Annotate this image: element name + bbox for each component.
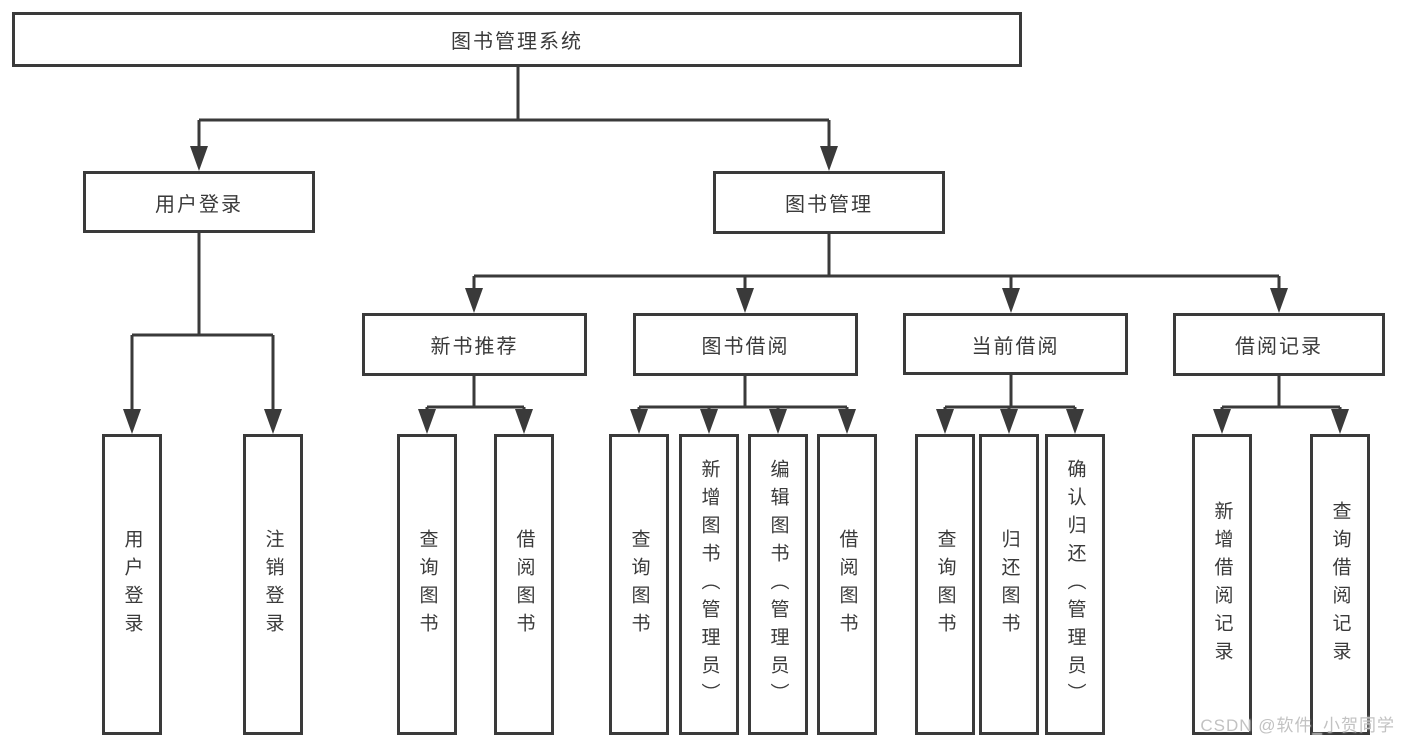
leaf-add-borrow-record: 新增借阅记录	[1192, 434, 1252, 735]
leaf-label: 确认归还（管理员）	[1064, 458, 1086, 711]
csdn-watermark: CSDN @软件_小贺同学	[1200, 716, 1395, 735]
leaf-label: 查询借阅记录	[1329, 500, 1351, 669]
node-current-borrowing: 当前借阅	[903, 313, 1128, 375]
leaf-label: 新增借阅记录	[1211, 500, 1233, 669]
node-library-system: 图书管理系统	[12, 12, 1022, 67]
leaf-borrow-books: 借阅图书	[817, 434, 877, 735]
leaf-label: 借阅图书	[513, 528, 535, 641]
node-label: 图书管理	[785, 194, 873, 216]
leaf-label: 编辑图书（管理员）	[767, 458, 789, 711]
node-label: 借阅记录	[1235, 336, 1323, 358]
leaf-query-books-borrow: 查询图书	[609, 434, 669, 735]
leaf-label: 查询图书	[416, 528, 438, 641]
node-label: 用户登录	[155, 193, 243, 216]
leaf-label: 查询图书	[934, 528, 956, 641]
leaf-label: 用户登录	[121, 528, 143, 641]
leaf-add-books-admin: 新增图书（管理员）	[679, 434, 739, 735]
leaf-edit-books-admin: 编辑图书（管理员）	[748, 434, 808, 735]
leaf-query-books-recommend: 查询图书	[397, 434, 457, 735]
leaf-borrow-books-recommend: 借阅图书	[494, 434, 554, 735]
node-label: 当前借阅	[971, 335, 1060, 358]
node-label: 新书推荐	[430, 336, 519, 358]
leaf-label: 新增图书（管理员）	[698, 458, 720, 711]
leaf-confirm-return-admin: 确认归还（管理员）	[1045, 434, 1105, 735]
leaf-return-books: 归还图书	[979, 434, 1039, 735]
node-user-login: 用户登录	[83, 171, 315, 233]
leaf-query-books-current: 查询图书	[915, 434, 975, 735]
node-borrowing-records: 借阅记录	[1173, 313, 1385, 376]
node-new-book-recommendation: 新书推荐	[362, 313, 587, 376]
leaf-user-login: 用户登录	[102, 434, 162, 735]
leaf-label: 查询图书	[628, 528, 650, 641]
node-book-management: 图书管理	[713, 171, 945, 234]
leaf-label: 归还图书	[998, 528, 1020, 641]
leaf-label: 借阅图书	[836, 528, 858, 641]
leaf-query-borrow-record: 查询借阅记录	[1310, 434, 1370, 735]
node-book-borrowing: 图书借阅	[633, 313, 858, 376]
leaf-label: 注销登录	[262, 528, 284, 641]
node-label: 图书借阅	[701, 336, 790, 358]
node-label: 图书管理系统	[451, 31, 583, 53]
leaf-logout: 注销登录	[243, 434, 303, 735]
